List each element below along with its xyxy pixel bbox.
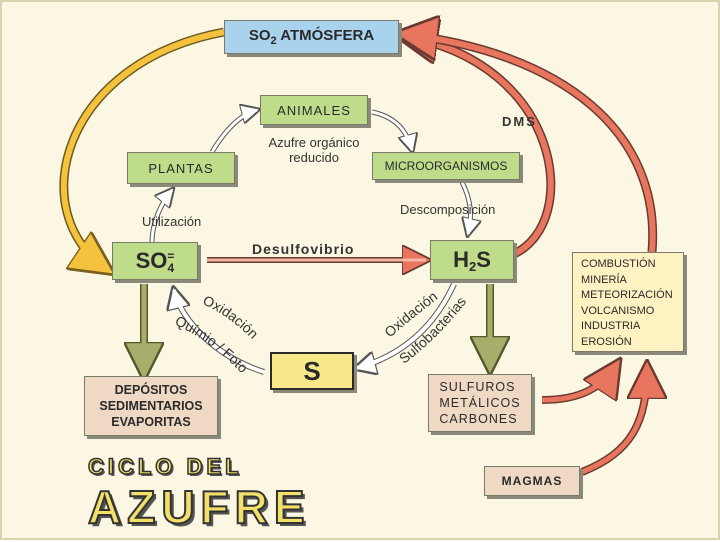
h2s-formula: H2S	[453, 246, 491, 274]
organic-sulfur-label: Azufre orgánico reducido	[268, 135, 360, 165]
arrow-plants-to-animals	[209, 110, 257, 154]
sulfur-box: S	[270, 352, 354, 390]
decomposition-label: Descomposición	[400, 202, 496, 217]
sulfides-box: SULFUROS METÁLICOS CARBONES	[428, 374, 532, 432]
deposits-box: DEPÓSITOS SEDIMENTARIOS EVAPORITAS	[84, 376, 218, 436]
title-line-1: CICLO DEL	[87, 453, 243, 480]
sulfate-formula: SO=4	[135, 247, 175, 276]
utilization-label: Utilización	[142, 214, 202, 229]
diagram-title: CICLO DEL AZUFRE	[87, 453, 388, 534]
dms-label: DMS	[502, 114, 537, 129]
atmosphere-formula: SO2 ATMÓSFERA	[248, 27, 375, 47]
animals-box: ANIMALES	[260, 95, 368, 125]
sources-box: COMBUSTIÓN MINERÍA METEORIZACIÓN VOLCANI…	[572, 252, 684, 352]
magmas-box: MAGMAS	[484, 466, 580, 496]
plants-box: PLANTAS	[127, 152, 235, 184]
atmosphere-box: SO2 ATMÓSFERA	[224, 20, 399, 54]
microorganisms-box: MICROORGANISMOS	[372, 152, 520, 180]
sulfate-box: SO=4	[112, 242, 198, 280]
arrow-atmosphere-to-sulfate	[59, 27, 225, 270]
arrow-animals-to-microorganisms	[371, 109, 412, 150]
desulfovibrio-label: Desulfovibrio	[252, 241, 355, 257]
h2s-box: H2S	[430, 240, 514, 280]
title-line-2: AZUFRE	[87, 480, 311, 534]
